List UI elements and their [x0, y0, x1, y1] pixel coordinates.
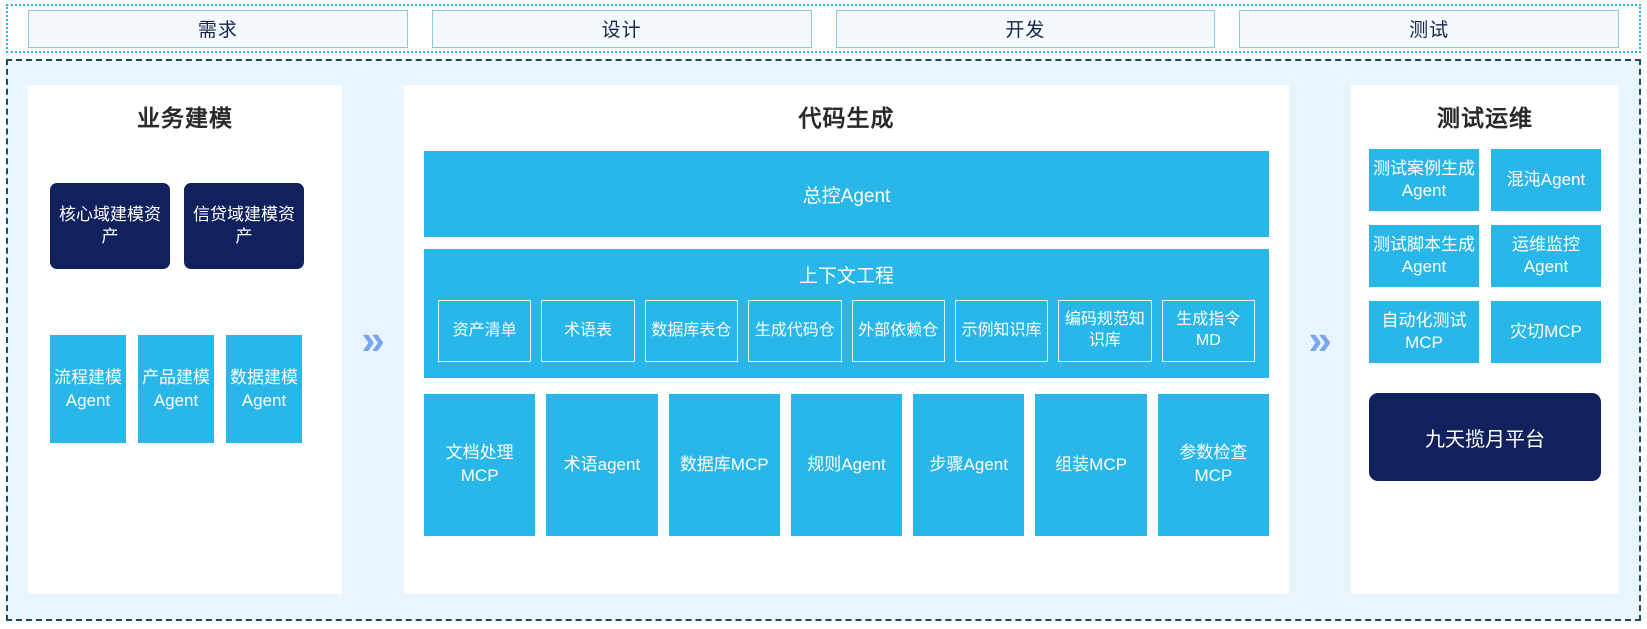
test-ops-label: 测试案例生成Agent [1373, 158, 1475, 200]
stage-box-testing[interactable]: 测试 [1239, 9, 1619, 48]
panel-title-test-ops: 测试运维 [1437, 105, 1533, 131]
master-agent-bar[interactable]: 总控Agent [424, 151, 1269, 237]
context-item-label: 术语表 [564, 321, 613, 339]
panel-code-generation: 代码生成 总控Agent 上下文工程 资产清单 术语表 [404, 85, 1289, 594]
context-engineering-title: 上下文工程 [798, 266, 894, 287]
tool-box-document-processing-mcp[interactable]: 文档处理MCP [424, 394, 536, 536]
context-item-row: 资产清单 术语表 数据库表仓 生成代码仓 [438, 300, 1255, 362]
agent-box-process-modeling[interactable]: 流程建模Agent [50, 335, 126, 443]
test-ops-label: 灾切MCP [1510, 321, 1582, 341]
context-item-external-dependency-repo[interactable]: 外部依赖仓 [851, 300, 945, 362]
asset-label: 核心域建模资产 [59, 204, 161, 246]
context-item-label: 生成指令MD [1176, 311, 1241, 349]
context-item-glossary[interactable]: 术语表 [541, 300, 635, 362]
context-item-asset-list[interactable]: 资产清单 [438, 300, 532, 362]
tool-label: 文档处理MCP [445, 443, 514, 485]
agent-box-data-modeling[interactable]: 数据建模Agent [226, 335, 302, 443]
tool-label: 术语agent [563, 454, 641, 474]
test-ops-box-test-script-generation-agent[interactable]: 测试脚本生成Agent [1369, 225, 1479, 287]
context-item-generated-code-repo[interactable]: 生成代码仓 [748, 300, 842, 362]
asset-box-core-domain[interactable]: 核心域建模资产 [50, 183, 170, 269]
context-item-db-table-repo[interactable]: 数据库表仓 [644, 300, 739, 362]
context-item-label: 数据库表仓 [651, 321, 732, 339]
code-generation-tool-row: 文档处理MCP 术语agent 数据库MCP 规则Agent 步骤Agent [424, 394, 1269, 536]
stage-label: 开发 [1005, 20, 1046, 41]
stage-box-development[interactable]: 开发 [835, 9, 1216, 48]
tool-label: 步骤Agent [929, 454, 1008, 474]
chevron-glyph: » [1308, 315, 1332, 363]
tool-box-glossary-agent[interactable]: 术语agent [546, 394, 658, 536]
stage-label: 需求 [197, 20, 238, 41]
test-ops-box-automated-testing-mcp[interactable]: 自动化测试MCP [1369, 301, 1479, 363]
business-asset-row: 核心域建模资产 信贷域建模资产 [50, 183, 320, 269]
tool-box-parameter-check-mcp[interactable]: 参数检查MCP [1157, 394, 1269, 536]
test-ops-box-ops-monitoring-agent[interactable]: 运维监控Agent [1491, 225, 1601, 287]
tool-box-database-mcp[interactable]: 数据库MCP [668, 394, 780, 536]
context-item-label: 生成代码仓 [754, 321, 835, 339]
tool-label: 参数检查MCP [1179, 443, 1248, 485]
test-ops-label: 运维监控Agent [1512, 234, 1580, 276]
context-item-generation-instruction-md[interactable]: 生成指令MD [1161, 300, 1255, 362]
tool-box-assembly-mcp[interactable]: 组装MCP [1035, 394, 1147, 536]
tool-label: 规则Agent [807, 454, 886, 474]
agent-label: 流程建模Agent [54, 367, 122, 410]
tool-label: 组装MCP [1055, 454, 1127, 474]
context-engineering-block: 上下文工程 资产清单 术语表 数据库表仓 [424, 249, 1269, 378]
stage-bar: 需求 设计 开发 测试 [6, 4, 1641, 53]
context-item-label: 示例知识库 [961, 321, 1042, 339]
test-ops-box-test-case-generation-agent[interactable]: 测试案例生成Agent [1369, 149, 1479, 211]
stage-box-requirements[interactable]: 需求 [28, 9, 408, 48]
agent-label: 产品建模Agent [142, 367, 210, 410]
chevron-right-icon-1: » [342, 85, 404, 594]
business-modeling-content: 核心域建模资产 信贷域建模资产 流程建模Agent 产品建模Agent [28, 133, 342, 594]
asset-box-credit-domain[interactable]: 信贷域建模资产 [184, 183, 304, 269]
stage-label: 测试 [1409, 20, 1450, 41]
panels-row: 业务建模 核心域建模资产 信贷域建模资产 流程建模Agent [8, 61, 1639, 619]
agent-box-product-modeling[interactable]: 产品建模Agent [138, 335, 214, 443]
test-ops-box-disaster-switch-mcp[interactable]: 灾切MCP [1491, 301, 1601, 363]
panel-business-modeling: 业务建模 核心域建模资产 信贷域建模资产 流程建模Agent [28, 85, 342, 594]
test-ops-box-chaos-agent[interactable]: 混沌Agent [1491, 149, 1601, 211]
body-frame: 业务建模 核心域建模资产 信贷域建模资产 流程建模Agent [6, 59, 1641, 621]
stage-label: 设计 [601, 20, 642, 41]
test-ops-label: 混沌Agent [1506, 169, 1586, 189]
context-item-label: 编码规范知识库 [1064, 311, 1145, 349]
platform-label: 九天揽月平台 [1425, 428, 1545, 451]
panel-title-code-generation: 代码生成 [798, 105, 895, 131]
tool-box-step-agent[interactable]: 步骤Agent [913, 394, 1025, 536]
context-item-label: 资产清单 [452, 321, 517, 339]
test-ops-content: 测试案例生成Agent 混沌Agent 测试脚本生成Agent 运维监控Agen… [1351, 133, 1619, 594]
platform-box-jiutian-lanyue[interactable]: 九天揽月平台 [1369, 393, 1601, 481]
master-agent-label: 总控Agent [802, 185, 891, 207]
code-generation-content: 总控Agent 上下文工程 资产清单 术语表 数据库表仓 [404, 133, 1289, 594]
panel-title-business-modeling: 业务建模 [137, 105, 233, 131]
tool-label: 数据库MCP [679, 454, 769, 474]
context-item-coding-standard-knowledge-base[interactable]: 编码规范知识库 [1058, 300, 1152, 362]
asset-label: 信贷域建模资产 [193, 204, 295, 246]
context-item-example-knowledge-base[interactable]: 示例知识库 [954, 300, 1049, 362]
tool-box-rule-agent[interactable]: 规则Agent [790, 394, 903, 536]
chevron-right-icon-2: » [1289, 85, 1351, 594]
test-ops-label: 自动化测试MCP [1381, 310, 1467, 352]
panel-test-ops: 测试运维 测试案例生成Agent 混沌Agent 测试脚本生成Agent [1351, 85, 1619, 594]
test-ops-grid: 测试案例生成Agent 混沌Agent 测试脚本生成Agent 运维监控Agen… [1369, 149, 1601, 363]
context-item-label: 外部依赖仓 [858, 321, 939, 339]
agent-label: 数据建模Agent [230, 367, 298, 410]
stage-box-design[interactable]: 设计 [431, 9, 812, 48]
test-ops-label: 测试脚本生成Agent [1373, 234, 1475, 276]
chevron-glyph: » [361, 315, 385, 363]
business-agent-row: 流程建模Agent 产品建模Agent 数据建模Agent [50, 335, 320, 443]
